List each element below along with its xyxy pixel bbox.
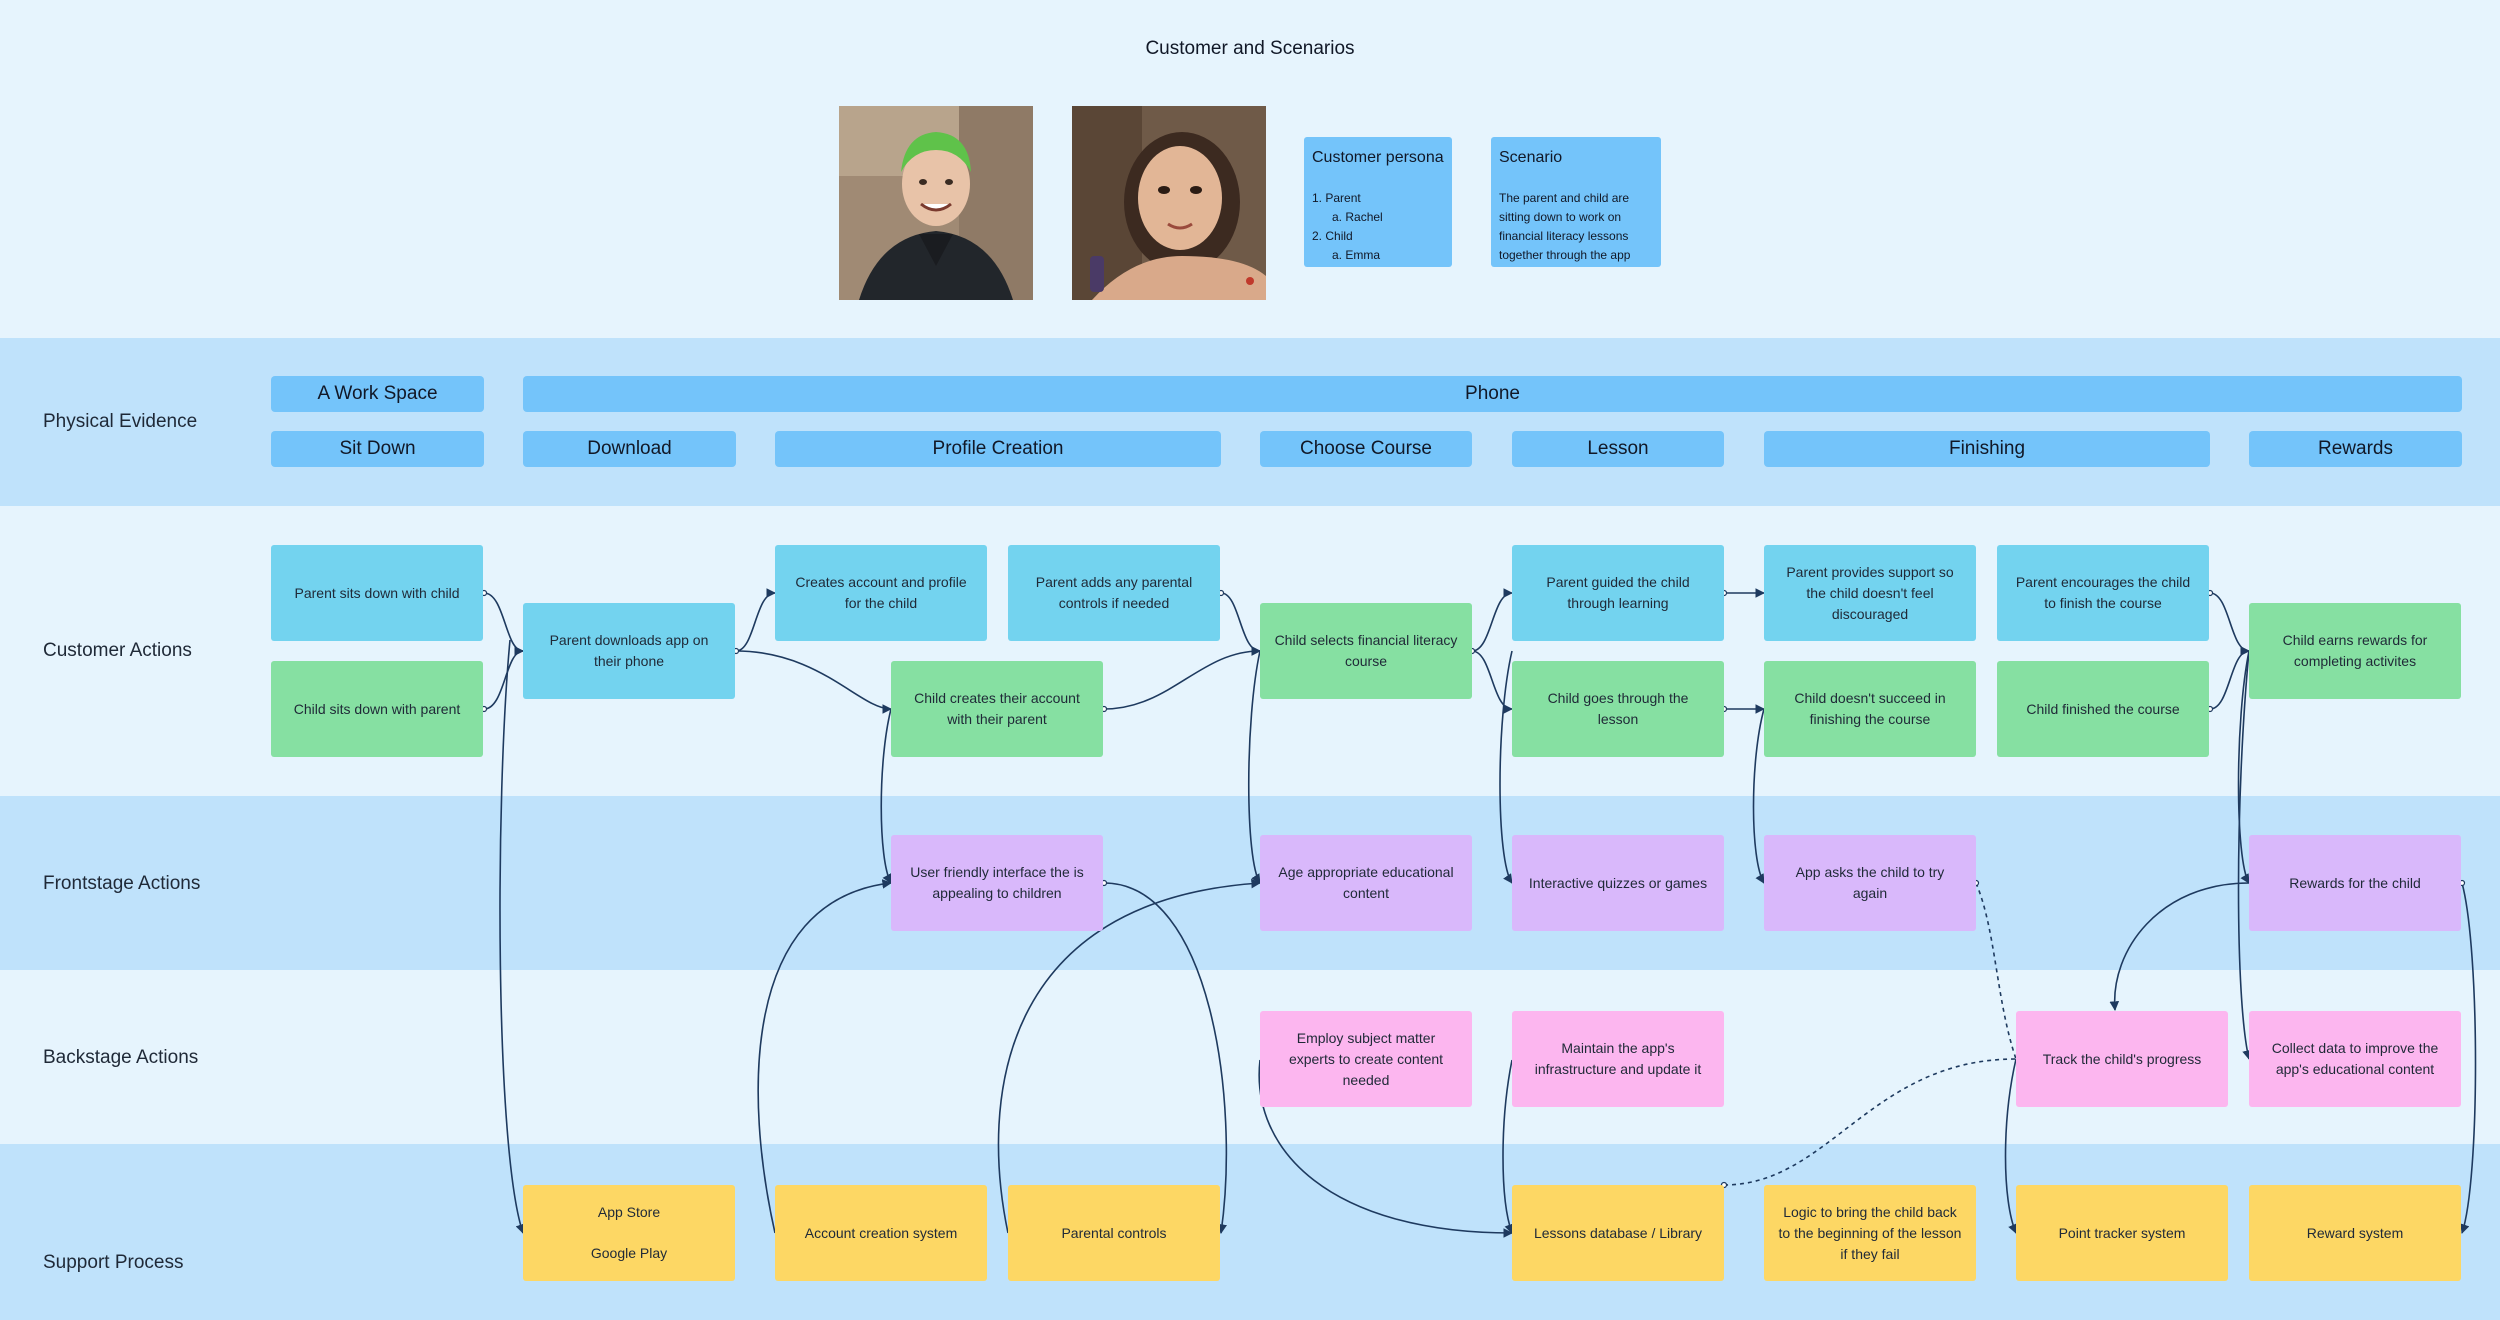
connector [735, 650, 892, 714]
connector [2004, 1058, 2018, 1234]
stage-finishing: Finishing [1764, 431, 2210, 467]
connector [1752, 708, 1765, 884]
card-child-finished-course[interactable]: Child finished the course [1997, 661, 2209, 757]
stage-rewards: Rewards [2249, 431, 2462, 467]
card-user-friendly-interface[interactable]: User friendly interface the is appealing… [891, 835, 1103, 931]
card-parent-provides-support[interactable]: Parent provides support so the child doe… [1764, 545, 1976, 641]
card-parental-controls[interactable]: Parent adds any parental controls if nee… [1008, 545, 1220, 641]
physical-evidence-band [0, 338, 2500, 506]
card-account-creation-system[interactable]: Account creation system [775, 1185, 987, 1281]
card-reward-system[interactable]: Reward system [2249, 1185, 2461, 1281]
lane-label-backstage-actions: Backstage Actions [43, 1047, 199, 1068]
card-child-doesnt-succeed[interactable]: Child doesn't succeed in finishing the c… [1764, 661, 1976, 757]
app-store-label: App Store [597, 1204, 661, 1220]
card-maintain-infrastructure[interactable]: Maintain the app's infrastructure and up… [1512, 1011, 1724, 1107]
lane-label-frontstage-actions: Frontstage Actions [43, 873, 201, 894]
scenario-heading: Scenario [1499, 149, 1563, 166]
connector [1247, 650, 1261, 884]
parent-photo [839, 106, 1033, 300]
connector [880, 708, 892, 884]
card-lessons-database[interactable]: Lessons database / Library [1512, 1185, 1724, 1281]
connector [483, 646, 524, 710]
card-employ-experts[interactable]: Employ subject matter experts to create … [1260, 1011, 1472, 1107]
connector [2109, 882, 2250, 1011]
persona-list: 1. Parent a. Rachel 2. Child a. Emma [1312, 189, 1444, 265]
connector [2237, 650, 2250, 884]
scenario-note: Scenario The parent and child are sittin… [1491, 137, 1661, 267]
card-child-selects-course[interactable]: Child selects financial literacy course [1260, 603, 1472, 699]
dashed-connector [1723, 1058, 2017, 1186]
card-age-appropriate-content[interactable]: Age appropriate educational content [1260, 835, 1472, 931]
connector [1502, 1059, 1514, 1234]
card-parent-downloads-app[interactable]: Parent downloads app on their phone [523, 603, 735, 699]
lane-label-customer-actions: Customer Actions [43, 640, 192, 661]
card-child-sits-down[interactable]: Child sits down with parent [271, 661, 483, 757]
card-parent-guided-child[interactable]: Parent guided the child through learning [1512, 545, 1724, 641]
card-creates-account-profile[interactable]: Creates account and profile for the chil… [775, 545, 987, 641]
connector [2209, 646, 2250, 710]
page-title: Customer and Scenarios [1145, 38, 1355, 59]
card-child-goes-through-lesson[interactable]: Child goes through the lesson [1512, 661, 1724, 757]
stage-sit-down: Sit Down [271, 431, 484, 467]
connector [483, 592, 524, 656]
evidence-work-space: A Work Space [271, 376, 484, 412]
persona-item-child: 2. Child [1312, 229, 1353, 243]
connector [1471, 650, 1513, 714]
connector [2460, 882, 2477, 1234]
card-app-asks-try-again[interactable]: App asks the child to try again [1764, 835, 1976, 931]
connector [735, 588, 776, 652]
stage-profile-creation: Profile Creation [775, 431, 1221, 467]
connector [1471, 588, 1513, 652]
stage-lesson: Lesson [1512, 431, 1724, 467]
card-track-progress[interactable]: Track the child's progress [2016, 1011, 2228, 1107]
lane-label-support-process: Support Process [43, 1252, 184, 1273]
connector [1103, 882, 1228, 1234]
connector [2237, 650, 2252, 1060]
stage-download: Download [523, 431, 736, 467]
card-collect-data[interactable]: Collect data to improve the app's educat… [2249, 1011, 2461, 1107]
card-point-tracker-system[interactable]: Point tracker system [2016, 1185, 2228, 1281]
lane-label-physical-evidence: Physical Evidence [43, 411, 198, 432]
connector [1499, 650, 1513, 884]
card-parent-sits-down[interactable]: Parent sits down with child [271, 545, 483, 641]
evidence-phone: Phone [523, 376, 2462, 412]
stage-choose-course: Choose Course [1260, 431, 1472, 467]
child-photo [1072, 106, 1266, 300]
dashed-connector [1975, 882, 2017, 1060]
persona-heading: Customer persona [1312, 149, 1444, 166]
card-parent-encourages-child[interactable]: Parent encourages the child to finish th… [1997, 545, 2209, 641]
card-child-earns-rewards[interactable]: Child earns rewards for completing activ… [2249, 603, 2461, 699]
scenario-text: The parent and child are sitting down to… [1499, 191, 1631, 262]
google-play-label: Google Play [590, 1245, 668, 1261]
connector [499, 639, 525, 1234]
card-rewards-for-child[interactable]: Rewards for the child [2249, 835, 2461, 931]
connector [1220, 592, 1261, 656]
card-retry-logic[interactable]: Logic to bring the child back to the beg… [1764, 1185, 1976, 1281]
card-parental-controls-system[interactable]: Parental controls [1008, 1185, 1220, 1281]
persona-item-rachel: a. Rachel [1332, 210, 1383, 224]
card-child-creates-account[interactable]: Child creates their account with their p… [891, 661, 1103, 757]
persona-item-parent: 1. Parent [1312, 191, 1361, 205]
customer-persona-note: Customer persona 1. Parent a. Rachel 2. … [1304, 137, 1452, 267]
connector [757, 879, 892, 1234]
connector [1103, 646, 1261, 710]
persona-item-emma: a. Emma [1332, 248, 1381, 262]
connector [2209, 592, 2250, 656]
card-app-store-google-play[interactable]: App Store Google Play [523, 1185, 735, 1281]
connector [997, 878, 1261, 1234]
card-interactive-quizzes[interactable]: Interactive quizzes or games [1512, 835, 1724, 931]
